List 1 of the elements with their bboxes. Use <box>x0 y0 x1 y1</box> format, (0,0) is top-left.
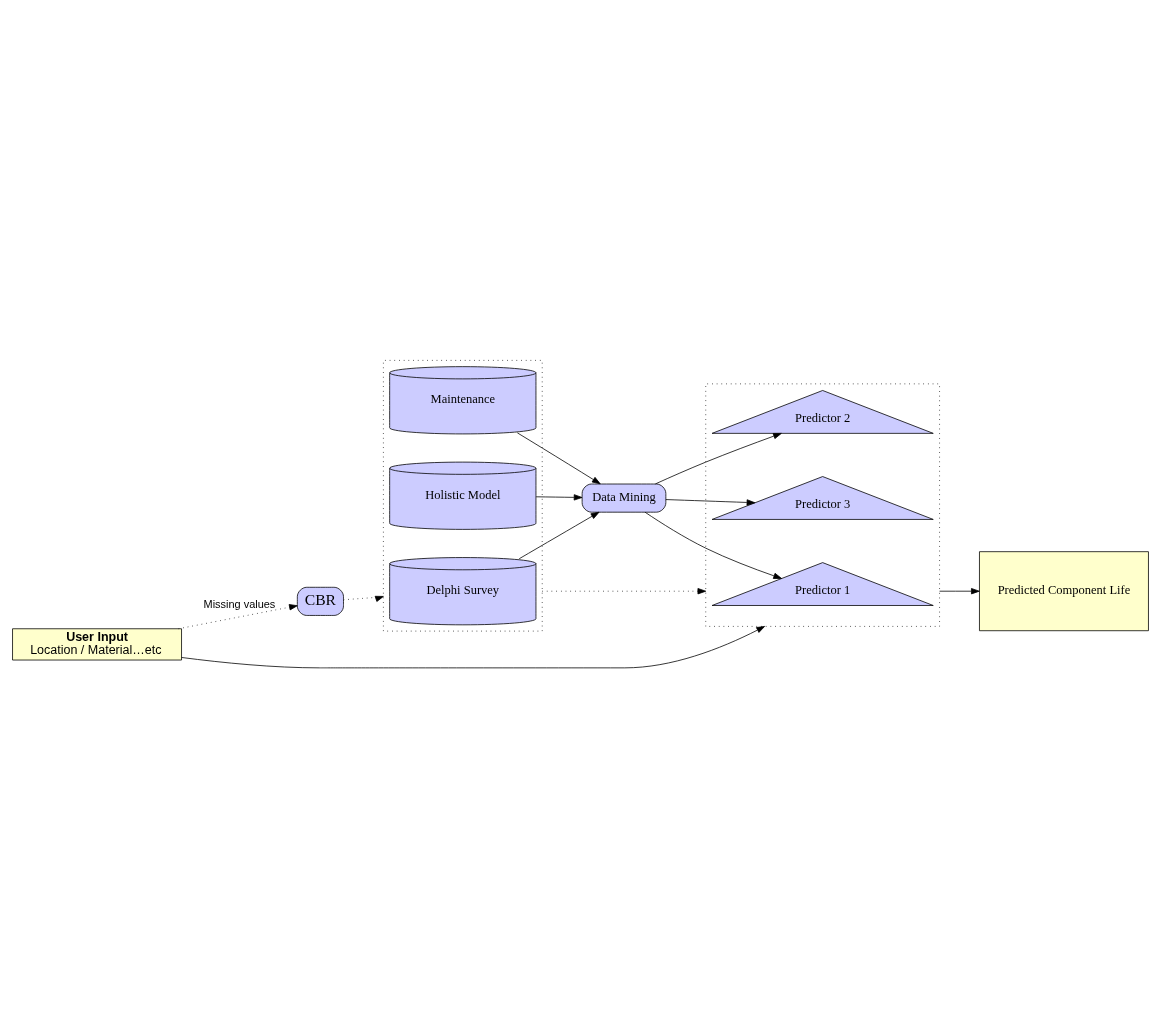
edge-label: Missing values <box>203 597 276 610</box>
